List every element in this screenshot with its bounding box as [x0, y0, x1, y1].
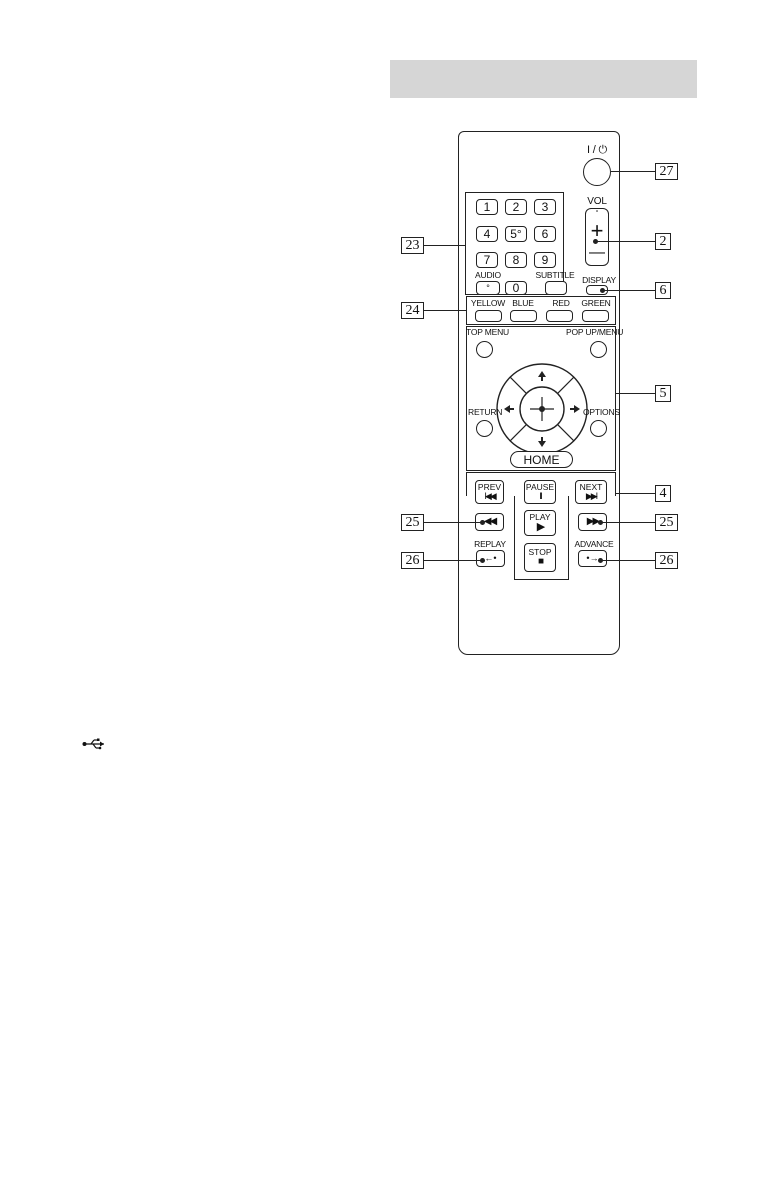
return-label: RETURN [468, 408, 502, 417]
pause-icon: II [539, 492, 540, 501]
forward-icon: ▶▶ [587, 517, 598, 527]
callout-line-volume [596, 241, 655, 242]
top-menu-button[interactable] [476, 341, 493, 358]
vol-dot: ° [596, 210, 599, 217]
key-7[interactable]: 7 [476, 252, 498, 268]
usb-icon [82, 738, 106, 750]
callout-line-rewind [424, 522, 482, 523]
stop-icon: ■ [538, 557, 542, 567]
return-button[interactable] [476, 420, 493, 437]
key-9[interactable]: 9 [534, 252, 556, 268]
top-menu-label: TOP MENU [466, 328, 509, 337]
audio-button[interactable]: ° [476, 281, 500, 295]
callout-volume: 2 [655, 233, 671, 250]
key-3[interactable]: 3 [534, 199, 556, 215]
callout-line-advance [600, 560, 655, 561]
callout-dot-display [600, 288, 605, 293]
callout-power: 27 [655, 163, 678, 180]
blue-label: BLUE [512, 299, 533, 308]
stop-button[interactable]: STOP■ [524, 543, 556, 572]
callout-replay: 26 [401, 552, 424, 569]
vol-plus: + [591, 222, 604, 240]
key-1[interactable]: 1 [476, 199, 498, 215]
key-8[interactable]: 8 [505, 252, 527, 268]
callout-number-keys: 23 [401, 237, 424, 254]
callout-line-replay [424, 560, 482, 561]
callout-line-playback [616, 493, 655, 494]
replay-icon: ←• [484, 554, 496, 563]
callout-color-keys: 24 [401, 302, 424, 319]
callout-line-power [611, 171, 655, 172]
display-label: DISPLAY [582, 276, 616, 285]
subtitle-button[interactable] [545, 281, 567, 295]
green-button[interactable] [582, 310, 609, 322]
advance-icon: •→ [586, 554, 598, 563]
red-button[interactable] [546, 310, 573, 322]
red-label: RED [552, 299, 569, 308]
prev-icon: I◀◀ [484, 492, 494, 501]
callout-advance: 26 [655, 552, 678, 569]
key-0[interactable]: 0 [505, 281, 527, 295]
next-icon: ▶▶I [586, 492, 596, 501]
key-4[interactable]: 4 [476, 226, 498, 242]
vol-minus: — [589, 245, 605, 261]
directional-pad[interactable] [495, 362, 589, 456]
callout-line-forward [600, 522, 655, 523]
callout-dot-rewind [480, 520, 485, 525]
callout-dot-forward [598, 520, 603, 525]
home-button[interactable]: HOME [510, 451, 573, 468]
options-button[interactable] [590, 420, 607, 437]
power-label: I / ⏻ [587, 145, 607, 156]
next-button[interactable]: NEXT▶▶I [575, 480, 607, 504]
callout-dot-volume [593, 239, 598, 244]
blue-button[interactable] [510, 310, 537, 322]
callout-line-color-keys [424, 310, 466, 311]
play-button[interactable]: PLAY▶ [524, 510, 556, 536]
callout-dot-advance [598, 558, 603, 563]
yellow-button[interactable] [475, 310, 502, 322]
play-icon: ▶ [537, 522, 543, 533]
power-button[interactable] [583, 158, 611, 186]
key-6[interactable]: 6 [534, 226, 556, 242]
audio-label: AUDIO [475, 271, 501, 280]
subtitle-label: SUBTITLE [535, 271, 574, 280]
advance-label: ADVANCE [574, 540, 613, 549]
callout-playback: 4 [655, 485, 671, 502]
callout-display: 6 [655, 282, 671, 299]
key-5[interactable]: 5° [505, 226, 527, 242]
options-label: OPTIONS [583, 408, 620, 417]
popup-menu-button[interactable] [590, 341, 607, 358]
yellow-label: YELLOW [471, 299, 505, 308]
callout-line-number-keys [424, 245, 465, 246]
volume-rocker[interactable]: ° + — [585, 208, 609, 266]
popup-menu-label: POP UP/MENU [566, 328, 623, 337]
green-label: GREEN [581, 299, 610, 308]
callout-line-display [603, 290, 655, 291]
callout-forward: 25 [655, 514, 678, 531]
section-header-bar [390, 60, 697, 98]
callout-dot-replay [480, 558, 485, 563]
vol-label: VOL [587, 197, 606, 207]
callout-line-navigation [616, 393, 655, 394]
callout-navigation: 5 [655, 385, 671, 402]
rewind-icon: ◀◀ [484, 517, 495, 527]
replay-label: REPLAY [474, 540, 506, 549]
callout-rewind: 25 [401, 514, 424, 531]
key-2[interactable]: 2 [505, 199, 527, 215]
